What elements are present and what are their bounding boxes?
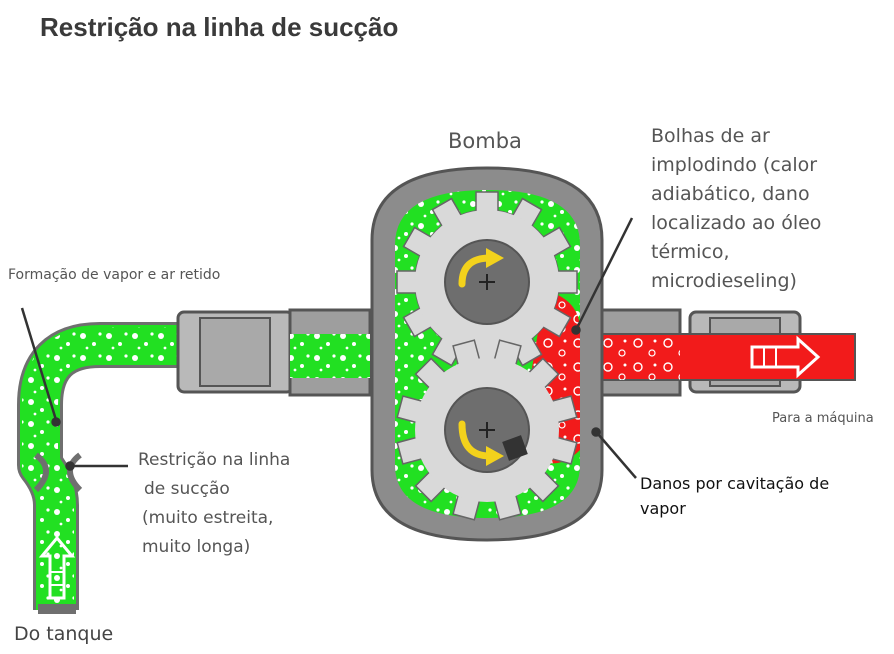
outlet-fitting: [598, 308, 856, 397]
bubbles-label-line: localizado ao óleo: [651, 212, 822, 234]
upper-gear: [396, 191, 578, 373]
from-tank-label: Do tanque: [14, 623, 114, 645]
suction-pipe: [17, 322, 300, 614]
flow-arrow-icon: [38, 535, 76, 600]
bubbles-label-line: adiabático, dano: [651, 183, 810, 205]
damage-label-line: Danos por cavitação de: [640, 474, 830, 493]
to-machine-label: Para a máquina: [772, 411, 874, 426]
lower-gear: [396, 339, 578, 521]
leader-lines: [20, 217, 637, 479]
inlet-fitting: [176, 308, 372, 397]
bubbles-label-line: implodindo (calor: [651, 154, 818, 176]
bubbles-label-line: Bolhas de ar: [651, 125, 770, 147]
restriction-label-line: muito longa): [142, 537, 251, 557]
damage-label-line: vapor: [640, 499, 686, 518]
diagram-title: Restrição na linha de sucção: [40, 12, 399, 42]
pump-label: Bomba: [448, 129, 522, 153]
restriction-label-line: Restrição na linha: [138, 450, 291, 470]
flow-arrow-icon: [750, 335, 821, 379]
restriction-label-line: de sucção: [144, 479, 230, 499]
bubbles-label-line: térmico,: [651, 241, 730, 263]
bubbles-label: Bolhas de ar implodindo (calor adiabátic…: [651, 122, 891, 296]
restriction-label: Restrição na linha de sucção (muito estr…: [138, 446, 358, 562]
vapor-label: Formação de vapor e ar retido: [8, 267, 221, 283]
rotation-arrow-icon: [458, 420, 504, 466]
damage-label: Danos por cavitação de vapor: [640, 471, 829, 521]
bubbles-label-line: microdieseling): [651, 270, 797, 292]
restriction-label-line: (muito estreita,: [142, 508, 274, 528]
rotation-arrow-icon: [458, 248, 504, 288]
